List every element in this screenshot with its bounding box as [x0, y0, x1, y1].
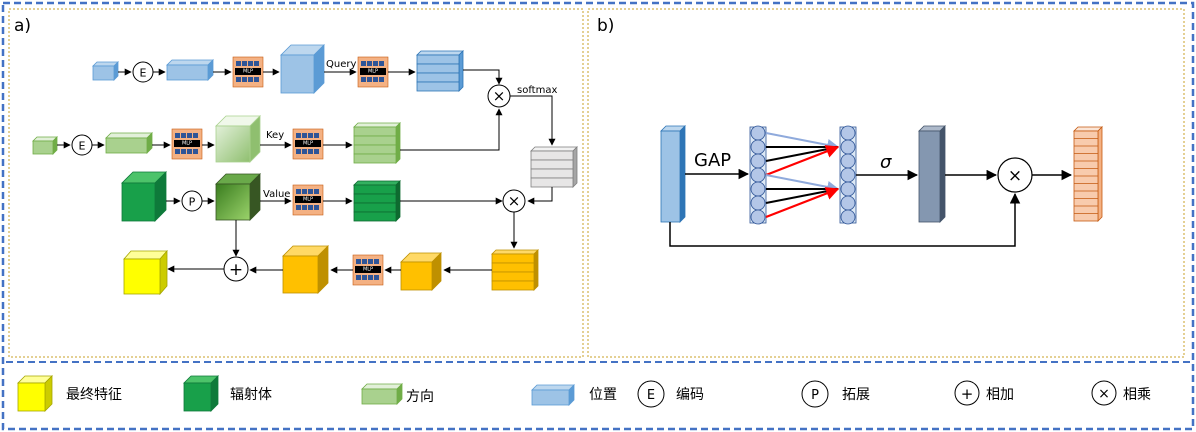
legend-multiply-label: 相乘: [1123, 387, 1151, 403]
direction-encoded-block: [105, 132, 153, 154]
input-feature-bar: [660, 125, 686, 223]
query-cube: [280, 44, 325, 94]
legend-encode-icon: [637, 380, 665, 408]
query-stack: [416, 50, 464, 92]
add-symbol: +: [229, 260, 243, 280]
output-stack: [491, 249, 539, 291]
key-label: Key: [266, 130, 284, 141]
output-cube-small: [400, 252, 442, 291]
panel-b-label: b): [597, 16, 614, 36]
softmax-label: softmax: [517, 85, 557, 96]
radiance-input-cube: [121, 171, 167, 222]
key-stack: [353, 122, 401, 164]
multiply-symbol-b: ×: [1008, 166, 1022, 186]
position-encoded-block: [166, 59, 214, 81]
sigma-label: σ: [880, 152, 892, 173]
legend-encode-label: 编码: [676, 387, 704, 403]
value-cube: [215, 173, 261, 221]
position-input-block: [92, 61, 119, 81]
neuron-column-right: [839, 125, 857, 225]
neuron-column-left: [749, 125, 767, 225]
expand-symbol: P: [189, 196, 196, 209]
legend-direction-label: 方向: [406, 389, 434, 405]
legend-position-swatch: [531, 384, 575, 406]
mlp-query-1-label: MLP: [243, 69, 253, 75]
key-cube: [215, 115, 261, 163]
legend-encode-symbol: E: [647, 388, 655, 403]
panel-a-frame: [8, 8, 584, 358]
legend-expand-label: 拓展: [842, 387, 870, 403]
encode-symbol-query: E: [140, 67, 147, 80]
output-weighted-stack: [1073, 126, 1103, 222]
legend-add-symbol: +: [961, 385, 974, 403]
legend-position-label: 位置: [589, 387, 617, 403]
legend-radiance-swatch: [183, 375, 219, 412]
legend-add-label: 相加: [986, 387, 1014, 403]
multiply-symbol-qk: ×: [493, 87, 506, 105]
panel-b-frame: [587, 8, 1185, 358]
attention-stack: [530, 146, 578, 188]
direction-input-block: [32, 136, 58, 155]
encode-symbol-key: E: [79, 140, 86, 153]
value-label: Value: [263, 189, 290, 200]
legend-expand-symbol: P: [811, 388, 819, 403]
mlp-key-2-label: MLP: [303, 141, 313, 147]
output-cube: [282, 245, 329, 294]
panel-b-diagram: GAP: [660, 125, 1103, 247]
panel-a-label: a): [14, 16, 31, 36]
mlp-value-label: MLP: [303, 197, 313, 203]
mlp-key-1-label: MLP: [182, 141, 192, 147]
value-stack: [353, 180, 401, 222]
final-feature-cube: [123, 249, 168, 296]
gap-label: GAP: [694, 150, 731, 171]
panel-a-diagram: E MLP Query MLP × sof: [32, 44, 578, 296]
sigma-bar: [918, 125, 946, 223]
multiply-symbol-av: ×: [508, 192, 521, 210]
mlp-output-label: MLP: [363, 267, 373, 273]
query-label: Query: [326, 59, 356, 70]
mlp-query-2-label: MLP: [368, 69, 378, 75]
legend: 最终特征 辐射体 方向 位置 E 编码 P 拓展 + 相加 × 相乘: [17, 375, 1151, 412]
legend-final-feature-swatch: [17, 375, 53, 412]
legend-add-icon: [954, 380, 980, 406]
legend-multiply-icon: [1091, 380, 1117, 406]
legend-radiance-label: 辐射体: [230, 387, 272, 403]
legend-multiply-symbol: ×: [1098, 386, 1110, 402]
legend-direction-swatch: [361, 383, 403, 405]
legend-expand-icon: [801, 380, 829, 408]
legend-final-feature-label: 最终特征: [66, 387, 122, 403]
fc-connections: [765, 132, 840, 219]
